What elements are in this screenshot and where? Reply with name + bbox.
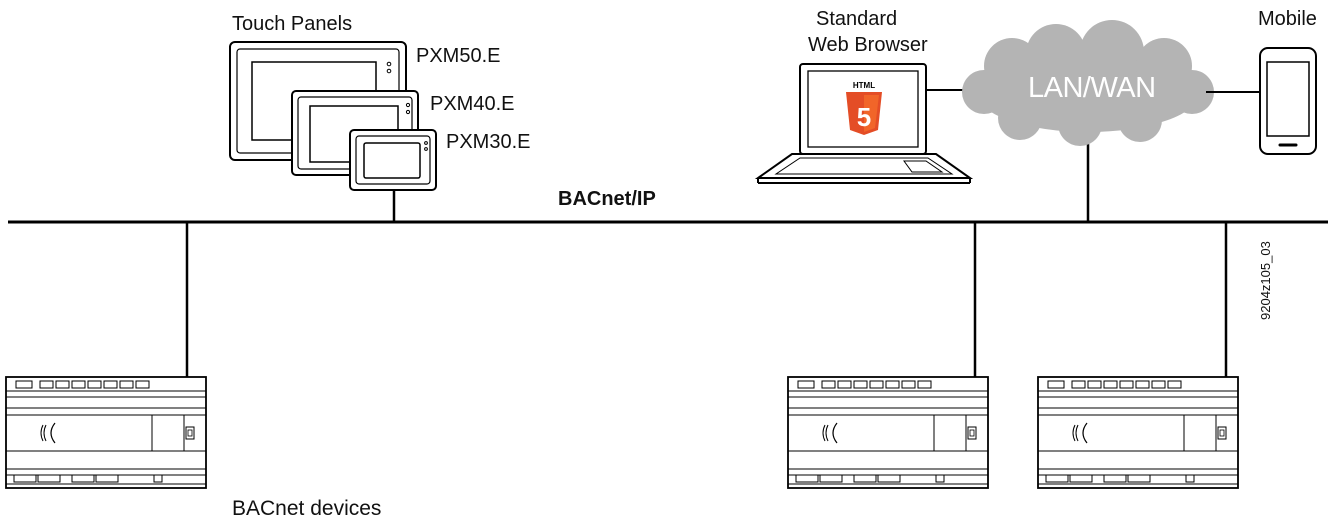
bacnet-devices-label: BACnet devices — [232, 497, 382, 520]
bacnet-device-3 — [1037, 376, 1239, 489]
pxm40-label: PXM40.E — [430, 93, 515, 115]
touch-panels-label: Touch Panels — [232, 13, 353, 35]
pxm30-label: PXM30.E — [446, 131, 531, 153]
mobile-label: Mobile — [1258, 8, 1317, 30]
lan-wan-label: LAN/WAN — [1028, 72, 1156, 104]
html5-logo-icon — [846, 92, 882, 135]
bacnet-ip-label: BACnet/IP — [558, 188, 656, 210]
touch-panel-pxm30 — [349, 129, 437, 191]
figure-id-label: 9204z105_03 — [1258, 241, 1273, 320]
html5-badge-text: HTML — [853, 81, 875, 90]
html5-version-text: 5 — [857, 102, 871, 132]
lan-wan-cloud-icon — [962, 20, 1214, 146]
bacnet-device-2 — [787, 376, 989, 489]
bacnet-device-1 — [5, 376, 207, 489]
browser-label-line1: Standard — [816, 8, 898, 30]
pxm50-label: PXM50.E — [416, 45, 501, 67]
browser-label-line2: Web Browser — [808, 34, 928, 56]
mobile-phone-icon — [1259, 47, 1317, 155]
